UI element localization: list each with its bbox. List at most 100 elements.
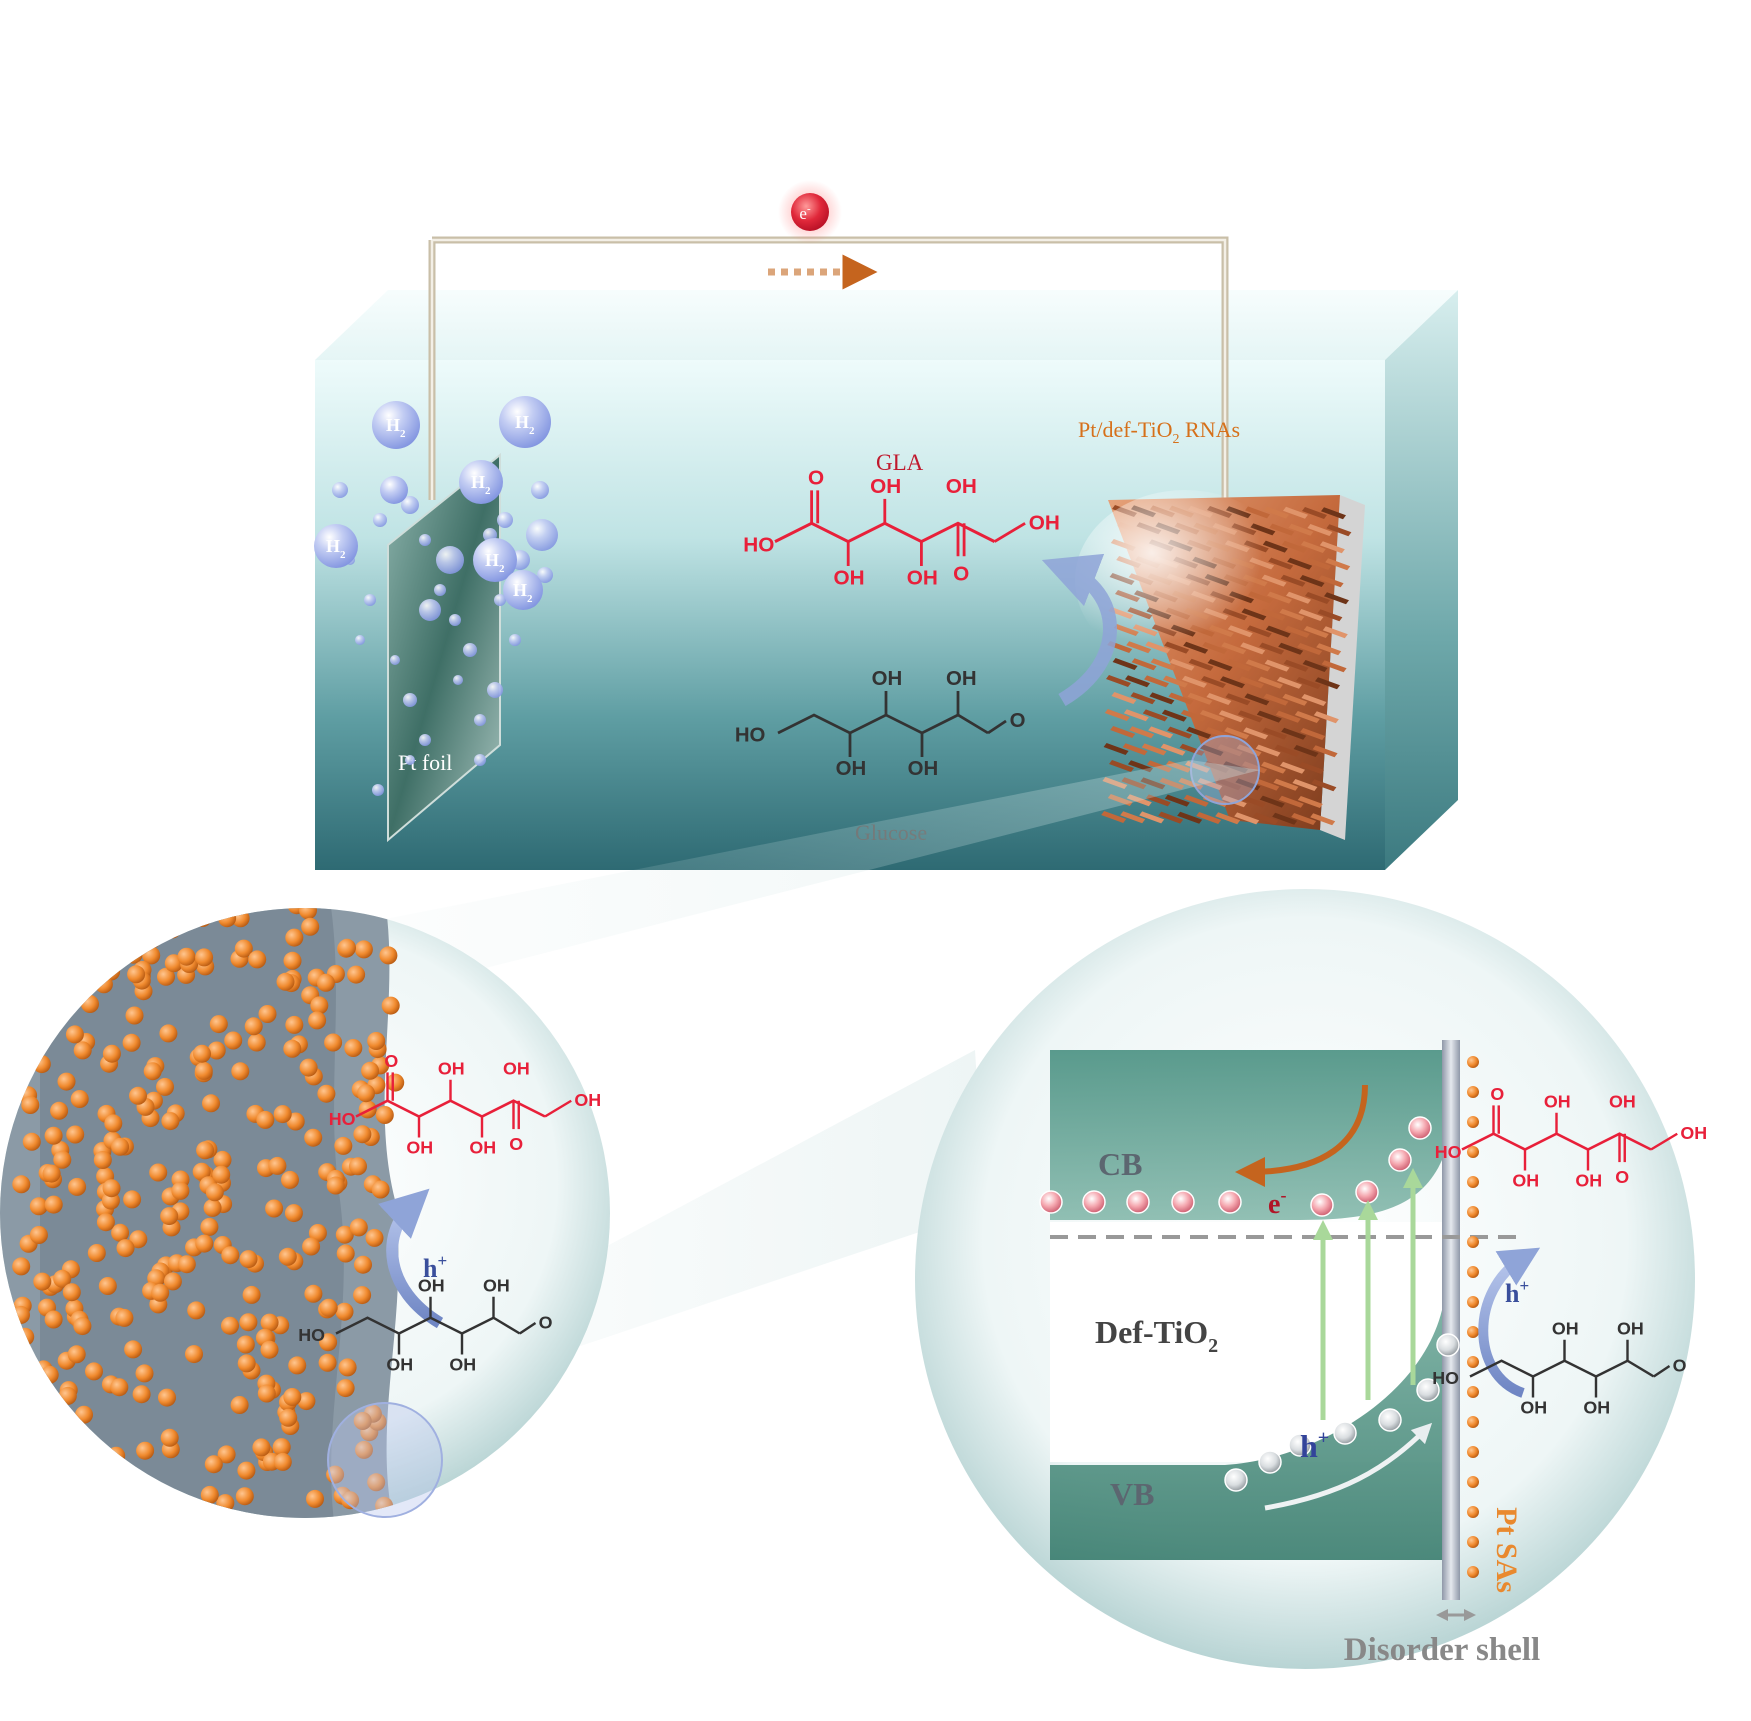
pt-atom: [195, 1234, 214, 1253]
pt-atom: [234, 939, 253, 958]
h2-bubble-sub: 2: [529, 425, 535, 437]
h2-bubble-circle: [459, 460, 503, 504]
pt-sas-label: Pt SAs: [1490, 1507, 1523, 1593]
pt-atom: [242, 1285, 261, 1304]
nanorod: [1325, 558, 1351, 571]
pt-atom: [171, 1181, 190, 1200]
h2-bubble-sub: 2: [499, 563, 505, 575]
pt-atom: [175, 908, 194, 909]
pt-atom: [204, 1455, 223, 1474]
pt-atom: [260, 1340, 279, 1359]
nanorod: [1324, 592, 1349, 605]
pt-atom: [73, 1317, 92, 1336]
nanorod: [1130, 692, 1156, 705]
pt-atom: [368, 908, 387, 912]
vb-holes: [1224, 1333, 1460, 1492]
pt-atom: [36, 942, 55, 961]
nanorod: [1262, 727, 1288, 740]
nanorod: [1240, 795, 1266, 808]
pt-atom: [268, 1156, 287, 1175]
h2-bubble-sub: 2: [400, 428, 406, 440]
pt-atom: [143, 1062, 162, 1081]
gla-atom-label: OH: [438, 1059, 465, 1079]
pt-atom: [386, 1073, 405, 1092]
pt-sa-atom: [1467, 1416, 1479, 1428]
photoanode-label: Pt/def-TiO2 RNAs: [1078, 417, 1240, 447]
pt-atom: [140, 922, 159, 941]
cb-electron: [1310, 1193, 1334, 1217]
pt-atom: [44, 1412, 63, 1431]
pt-atom: [256, 1110, 275, 1129]
pt-atom: [317, 1084, 336, 1103]
gla-atom-label: O: [953, 563, 969, 586]
pt-atom: [193, 1044, 211, 1063]
pt-atom: [142, 930, 161, 949]
h2-bubble-letter: H: [386, 415, 400, 435]
pt-atom: [299, 1058, 318, 1077]
nanorod: [1168, 692, 1194, 705]
pt-atom: [326, 1176, 345, 1195]
nanorod: [1142, 709, 1168, 722]
h2-bubble-text: H2: [485, 550, 505, 575]
pt-atom: [11, 1480, 30, 1498]
nanorod: [1303, 626, 1329, 638]
hole-migration-arrow: [1264, 1422, 1433, 1511]
pt-atom: [22, 1132, 41, 1151]
pt-atom: [203, 1198, 222, 1217]
pt-atom: [349, 1218, 368, 1237]
left-hole-label: h+: [423, 1251, 447, 1283]
pt-atom: [273, 1105, 292, 1124]
pt-atom: [136, 1441, 155, 1460]
pt-atom: [354, 1255, 372, 1274]
nanorod: [1278, 642, 1304, 655]
pt-atom: [212, 1165, 231, 1184]
pt-atom: [196, 1141, 215, 1160]
pt-atom: [353, 1286, 372, 1305]
nanorod: [1259, 642, 1285, 655]
pt-atom: [278, 1247, 297, 1266]
pt-atom: [107, 1446, 126, 1465]
pt-atom: [124, 1340, 143, 1359]
pt-sa-atom: [1467, 1566, 1479, 1578]
pt-atom: [18, 941, 37, 960]
nanorod: [1158, 811, 1184, 824]
glucose-atom-label: OH: [836, 758, 867, 780]
glucose-atom-label: O: [1673, 1355, 1687, 1375]
h2-bubble-text: H2: [515, 412, 535, 437]
nanorod: [1239, 676, 1264, 689]
pt-atom: [154, 912, 173, 931]
h2-bubble: H2: [473, 538, 517, 582]
nanorod: [1302, 507, 1327, 519]
pt-atom: [53, 1150, 72, 1169]
nanorod: [1182, 675, 1207, 688]
nanorod: [1264, 506, 1289, 519]
nanorod: [1221, 795, 1247, 808]
hole-oxidation-arrow-right: [1478, 1247, 1541, 1398]
pt-atom: [12, 1305, 30, 1324]
pt-atom: [58, 1386, 77, 1405]
gla-atom-label: OH: [1680, 1123, 1707, 1143]
pt-atom: [129, 1230, 148, 1249]
pt-atom: [135, 1364, 154, 1383]
pt-atom: [273, 1452, 292, 1471]
pt-atom: [104, 1114, 123, 1133]
small-h2-bubble: [419, 734, 431, 746]
small-h2-bubble: [355, 635, 365, 645]
pt-sa-atom: [1467, 1356, 1479, 1368]
h2-bubble-circle: [499, 396, 551, 448]
glucose-atom-label: OH: [946, 668, 977, 690]
glucose-atom-label: HO: [298, 1325, 325, 1345]
pt-atom: [21, 1096, 40, 1114]
small-h2-bubble: [509, 634, 521, 646]
gla-label: GLA: [876, 450, 924, 475]
gla-atom-label: O: [1615, 1167, 1629, 1187]
pt-atom: [319, 1298, 338, 1317]
nanorod: [1318, 575, 1344, 588]
pt-atom: [318, 1353, 337, 1372]
pt-atom: [304, 1284, 323, 1303]
small-h2-bubble: [390, 655, 400, 665]
nanorod: [1287, 557, 1313, 570]
pt-atom: [115, 1308, 134, 1327]
h2-bubble-sub: 2: [340, 549, 346, 561]
